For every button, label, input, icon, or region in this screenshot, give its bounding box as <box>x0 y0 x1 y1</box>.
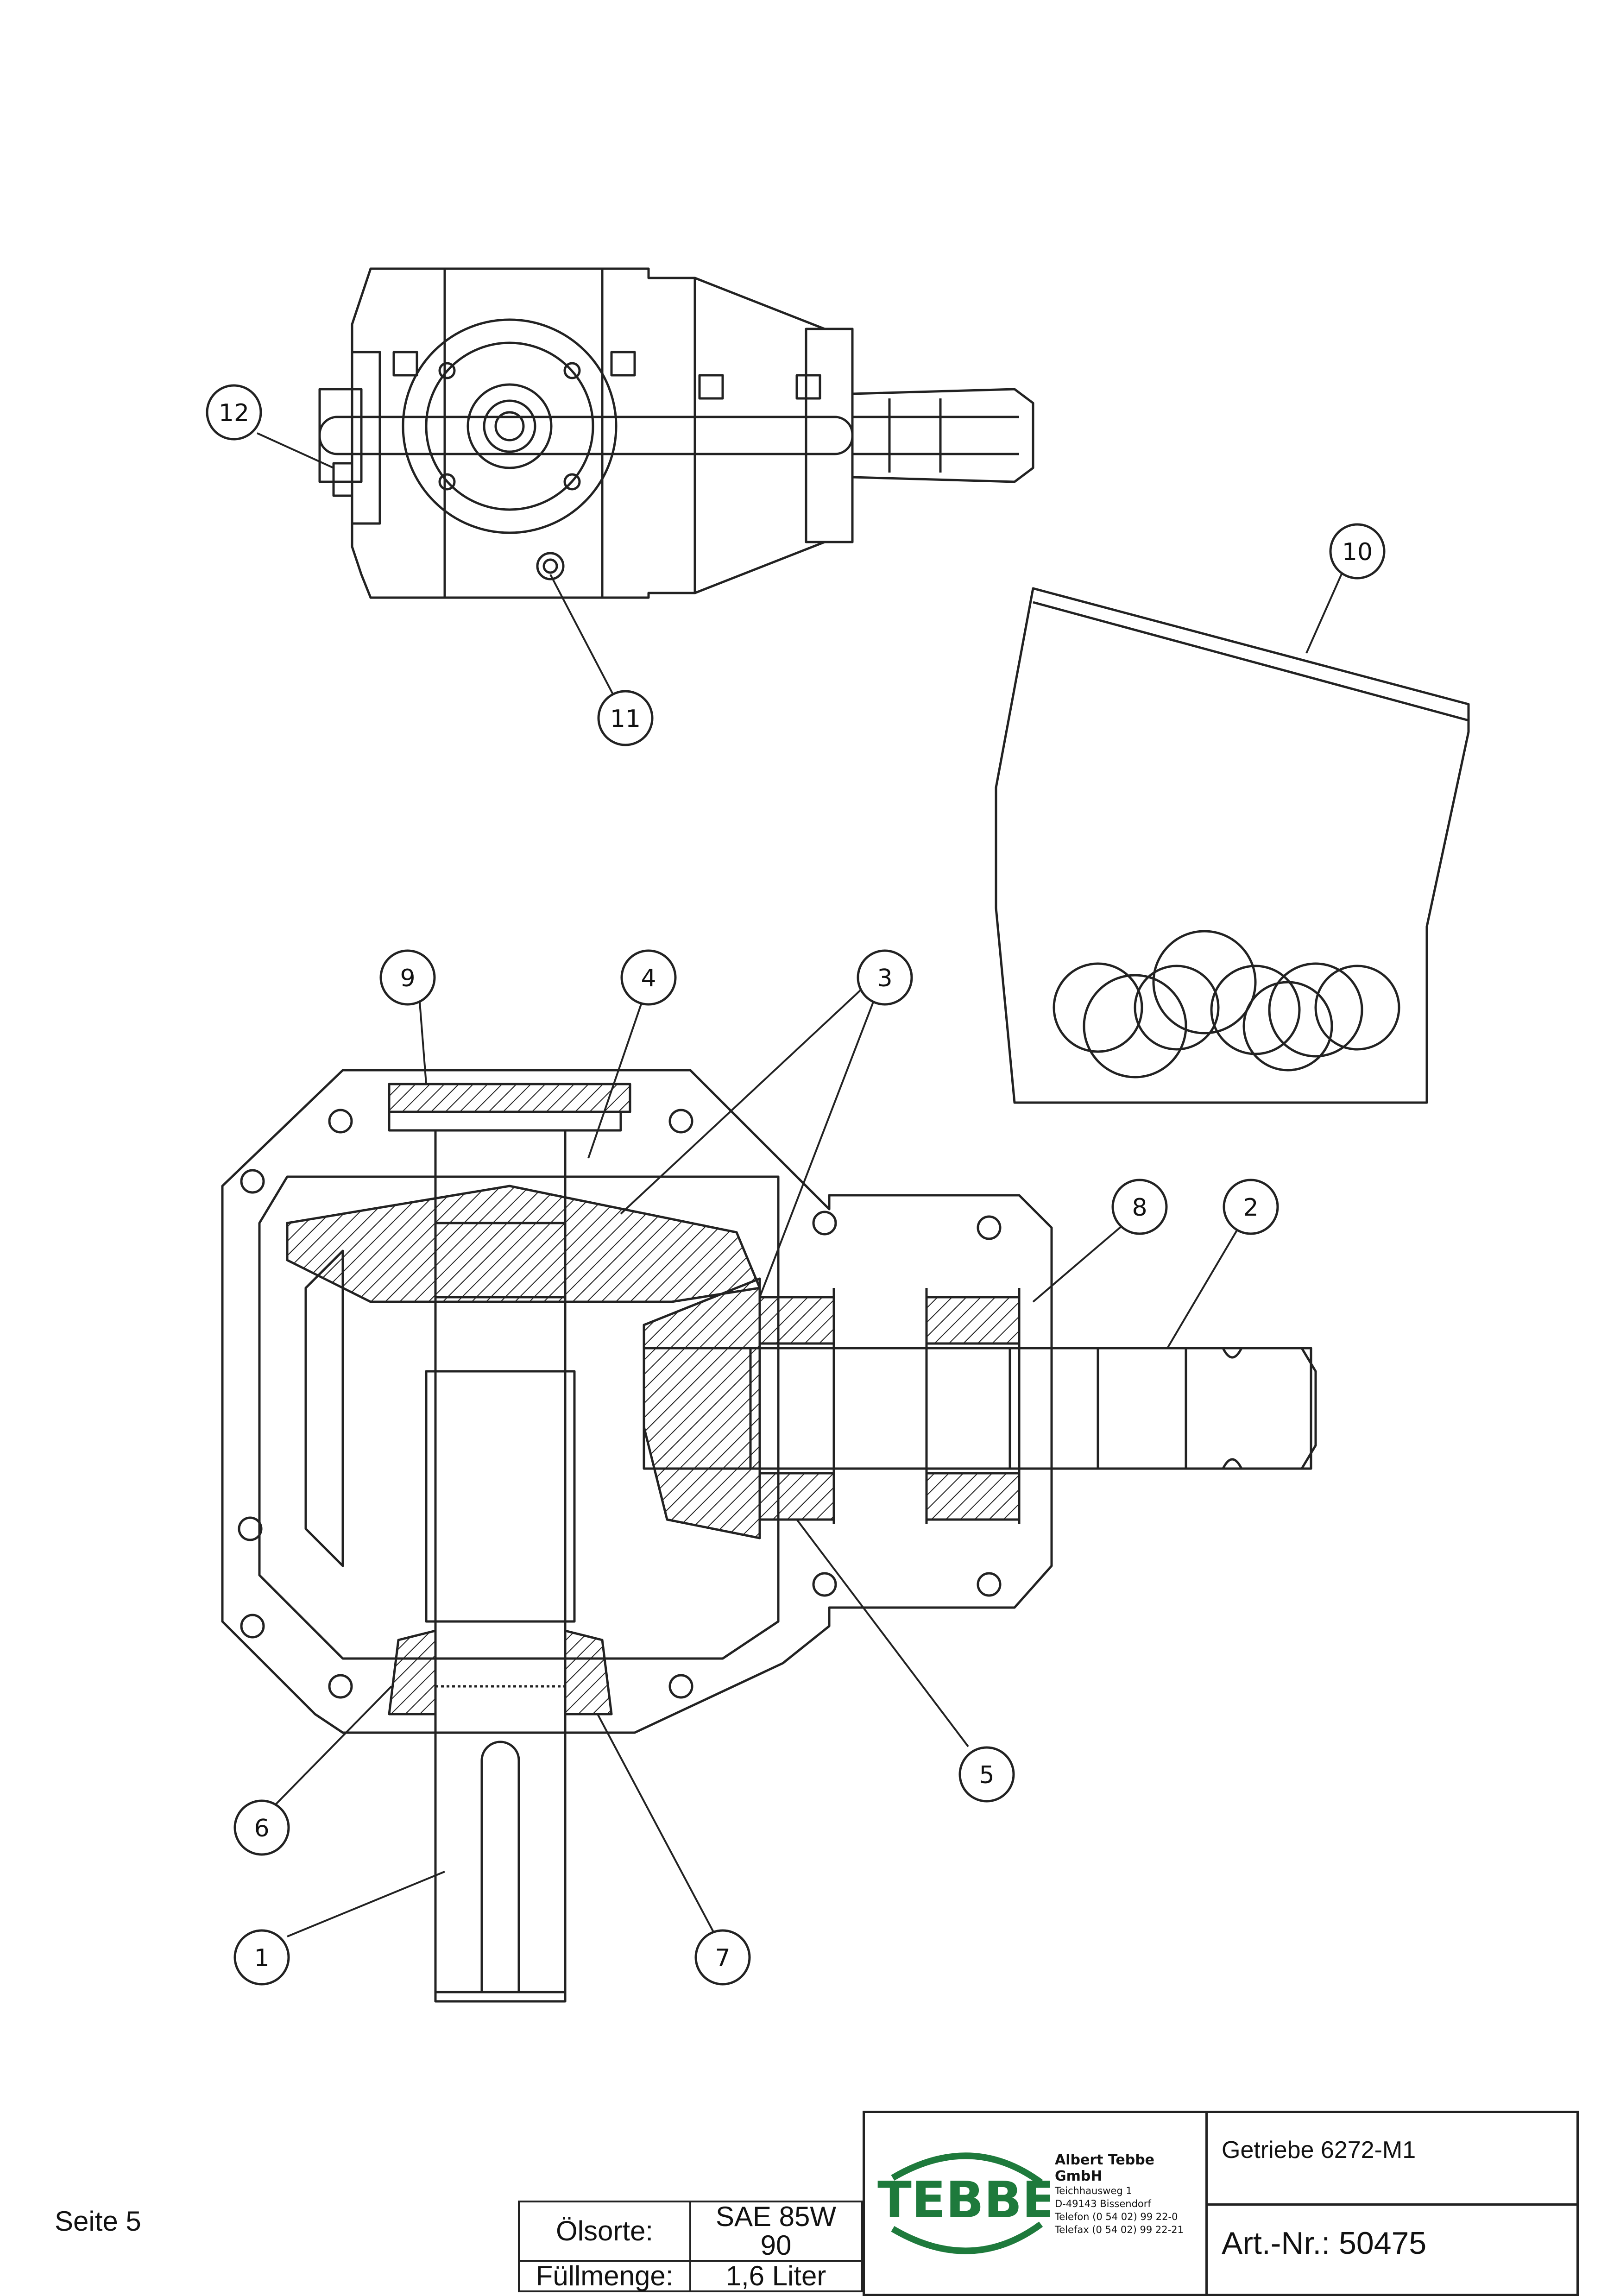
oil-volume-label: Füllmenge: <box>518 2260 691 2292</box>
callout-circles <box>206 384 1386 1986</box>
product-name: Getriebe 6272-M1 <box>1208 2113 1576 2206</box>
callout-circle-10 <box>1329 523 1386 580</box>
svg-text:TEBBE: TEBBE <box>877 2171 1050 2229</box>
callout-circle-9 <box>379 949 436 1006</box>
section-view-gearbox <box>221 1069 1317 2003</box>
callout-circle-8 <box>1111 1179 1168 1235</box>
oil-type-value: SAE 85W 90 <box>689 2201 863 2262</box>
company-info: Albert Tebbe GmbH Teichhausweg 1 D-49143… <box>1055 2152 1205 2236</box>
callout-3: 3 <box>877 965 892 992</box>
callout-2: 2 <box>1243 1194 1258 1222</box>
callout-9: 9 <box>400 965 415 992</box>
callout-7: 7 <box>715 1944 730 1972</box>
callout-circle-12 <box>206 384 262 441</box>
callout-12: 12 <box>219 399 249 427</box>
oil-table: Ölsorte: SAE 85W 90 Füllmenge: 1,6 Liter <box>518 2201 863 2292</box>
callout-10: 10 <box>1342 538 1373 566</box>
callout-circle-5 <box>958 1746 1015 1803</box>
company-street: Teichhausweg 1 <box>1055 2185 1132 2196</box>
company-logo-area: TEBBE Albert Tebbe GmbH Teichhausweg 1 D… <box>865 2113 1208 2294</box>
article-number: Art.-Nr.: 50475 <box>1222 2226 1427 2261</box>
callout-11: 11 <box>610 705 641 733</box>
callout-circle-1 <box>233 1929 290 1986</box>
company-city: D-49143 Bissendorf <box>1055 2198 1151 2209</box>
circlip-bag <box>995 587 1470 1104</box>
callout-circle-4 <box>620 949 677 1006</box>
callout-circle-3 <box>857 949 913 1006</box>
callout-6: 6 <box>254 1815 269 1842</box>
callout-1: 1 <box>254 1944 269 1972</box>
company-name: Albert Tebbe GmbH <box>1055 2152 1155 2184</box>
callout-circle-2 <box>1223 1179 1279 1235</box>
oil-type-label: Ölsorte: <box>518 2201 691 2262</box>
callout-4: 4 <box>641 965 656 992</box>
title-block: TEBBE Albert Tebbe GmbH Teichhausweg 1 D… <box>863 2111 1579 2296</box>
callout-circle-6 <box>233 1799 290 1856</box>
top-view-gearbox <box>318 267 1034 599</box>
callout-circle-7 <box>694 1929 751 1986</box>
tebbe-logo: TEBBE <box>877 2152 1050 2254</box>
company-fax: Telefax (0 54 02) 99 22-21 <box>1055 2224 1184 2235</box>
callout-circle-11 <box>597 690 654 746</box>
company-phone: Telefon (0 54 02) 99 22-0 <box>1055 2211 1178 2222</box>
callout-8: 8 <box>1132 1194 1147 1222</box>
page-label: Seite 5 <box>55 2206 141 2237</box>
oil-volume-value: 1,6 Liter <box>689 2260 863 2292</box>
callout-5: 5 <box>979 1761 994 1789</box>
